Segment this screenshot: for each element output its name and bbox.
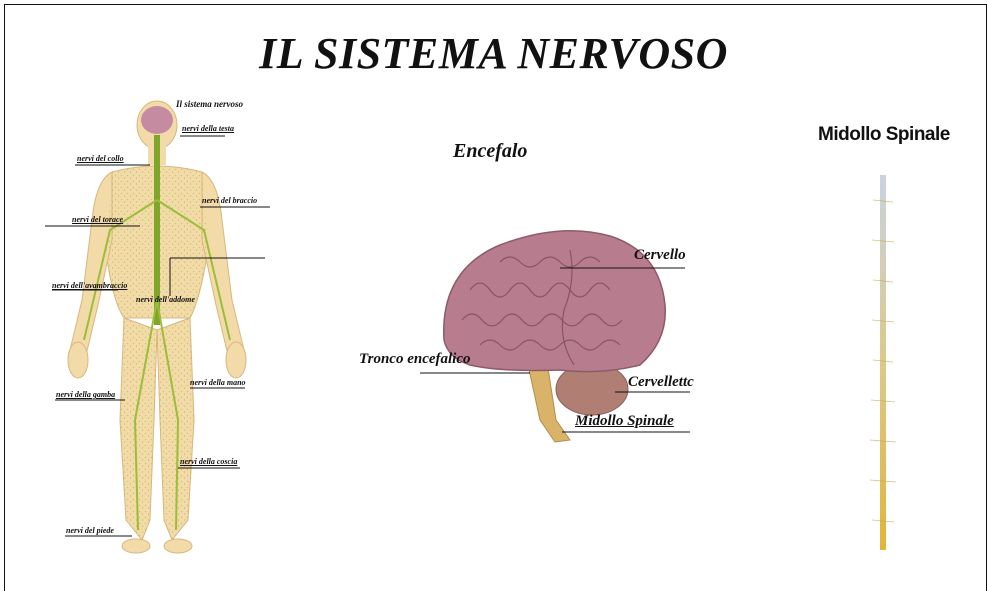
spinal-cord <box>880 175 886 550</box>
midollo-spinale-title: Midollo Spinale <box>818 124 950 146</box>
